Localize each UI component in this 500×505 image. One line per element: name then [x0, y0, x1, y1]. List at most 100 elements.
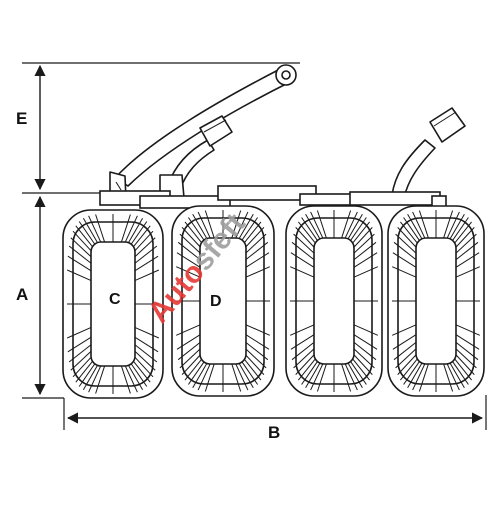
winding-line	[67, 255, 92, 272]
winding-line	[351, 233, 375, 256]
connection-bars	[99, 185, 447, 209]
winding-line	[134, 269, 160, 282]
winding-line	[412, 362, 426, 391]
right-lead	[391, 139, 436, 199]
winding-line	[295, 227, 317, 251]
winding-line	[455, 324, 481, 336]
winding-line	[418, 210, 429, 239]
winding-line	[82, 362, 100, 391]
winding-line	[397, 351, 419, 375]
winding-line	[70, 349, 94, 371]
winding-line	[446, 211, 460, 240]
dimension-guides	[22, 62, 487, 430]
winding-line	[179, 346, 203, 369]
label-b: B	[268, 423, 280, 442]
winding-line	[344, 211, 358, 240]
winding-line	[70, 237, 94, 259]
winding-line	[392, 252, 417, 269]
coil-middle	[295, 217, 373, 385]
coil-1	[62, 209, 164, 399]
winding-line	[176, 333, 201, 350]
winding-line	[344, 362, 358, 391]
winding-line	[66, 269, 92, 282]
winding-line	[95, 214, 106, 243]
winding-line	[351, 351, 373, 375]
winding-line	[192, 213, 209, 242]
winding-line	[192, 360, 209, 389]
winding-line	[197, 362, 212, 391]
winding-line	[391, 324, 417, 336]
winding-line	[310, 362, 324, 391]
winding-line	[346, 213, 363, 242]
winding-line	[455, 333, 480, 350]
winding-line	[453, 227, 475, 251]
winding-line	[305, 360, 322, 389]
winding-line	[391, 266, 417, 278]
coil-inner	[90, 241, 136, 367]
winding-line	[395, 233, 419, 256]
winding-line	[353, 266, 379, 278]
winding-line	[341, 210, 352, 239]
winding-line	[134, 326, 160, 339]
coil-inner	[415, 237, 457, 365]
winding-line	[204, 210, 215, 239]
winding-line	[346, 360, 363, 389]
bar-5	[349, 191, 441, 206]
winding-line	[243, 346, 267, 369]
right-lead-connector	[429, 107, 466, 143]
winding-line	[231, 210, 242, 239]
coil-2	[171, 205, 275, 397]
winding-line	[455, 266, 481, 278]
winding-line	[397, 227, 419, 251]
winding-line	[407, 213, 424, 242]
winding-line	[120, 365, 131, 394]
winding-line	[341, 363, 352, 392]
winding-line	[234, 211, 249, 240]
winding-line	[124, 215, 138, 244]
winding-line	[120, 214, 131, 243]
label-c: C	[109, 291, 121, 308]
winding-line	[455, 252, 480, 269]
winding-line	[453, 233, 477, 256]
winding-line	[453, 351, 475, 375]
winding-line	[316, 363, 327, 392]
winding-line	[88, 364, 102, 393]
winding-line	[448, 213, 465, 242]
winding-line	[197, 211, 212, 240]
winding-line	[353, 324, 379, 336]
winding-line	[237, 213, 254, 242]
winding-line	[412, 211, 426, 240]
winding-line	[204, 363, 215, 392]
coil-middle	[397, 217, 475, 385]
winding-line	[305, 213, 322, 242]
winding-line	[443, 210, 454, 239]
label-a: A	[16, 285, 28, 304]
label-d: D	[210, 293, 222, 310]
winding-line	[448, 360, 465, 389]
coil-middle	[72, 221, 154, 387]
winding-line	[175, 324, 201, 336]
winding-line	[295, 351, 317, 375]
winding-line	[245, 324, 271, 336]
winding-line	[245, 252, 270, 269]
coils	[62, 205, 485, 399]
bar-3	[217, 185, 317, 201]
bar-2	[139, 195, 231, 209]
winding-line	[134, 336, 159, 353]
winding-line	[351, 346, 375, 369]
winding-line	[88, 215, 102, 244]
coil-4	[387, 205, 485, 397]
winding-line	[453, 346, 477, 369]
winding-line	[293, 233, 317, 256]
winding-line	[126, 217, 144, 246]
winding-line	[407, 360, 424, 389]
winding-line	[132, 349, 156, 371]
winding-line	[134, 255, 159, 272]
winding-line	[289, 266, 315, 278]
winding-line	[231, 363, 242, 392]
winding-line	[67, 336, 92, 353]
winding-line	[66, 326, 92, 339]
coil-middle	[181, 217, 265, 385]
winding-line	[418, 363, 429, 392]
